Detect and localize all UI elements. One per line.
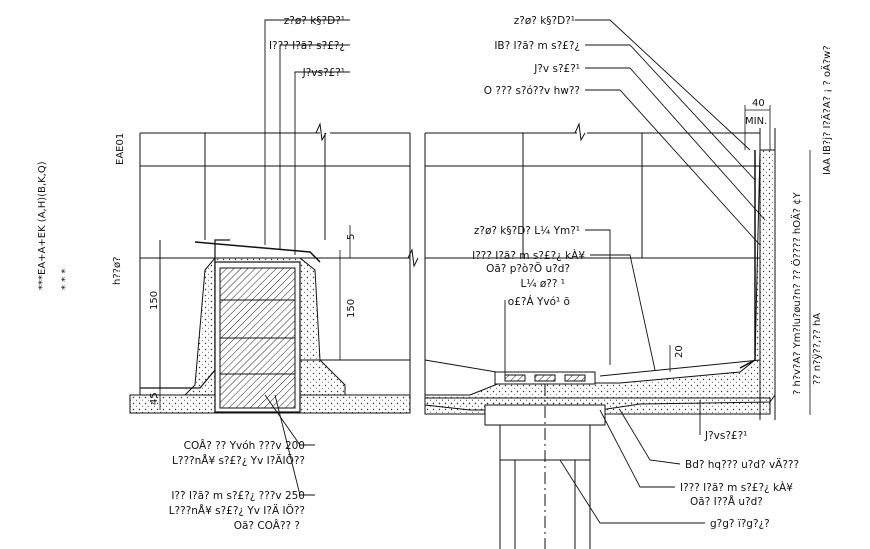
bottom-left-label-2: L???nÅ¥ s?£?¿ Yv I?ÄIÖ?? — [172, 454, 305, 467]
dim-min: MIN. — [745, 116, 767, 127]
center-label-3: Oã? p?ò?Ö u?d? — [486, 262, 570, 275]
dim-45: 45 — [149, 392, 160, 405]
left-trench — [159, 240, 346, 413]
eae-label: EAE01 — [115, 133, 126, 165]
center-label-2: I??? I?ã? m s?£?¿ kÀ¥ — [472, 249, 585, 262]
right-vertical-label-2: IAA IB?j? I?Ä?A? ¡ ? oÄ?w? — [820, 45, 833, 175]
tile-grid-right — [407, 122, 760, 395]
left-label-2: I??? I?ã? s?£?¿ — [269, 40, 345, 52]
left-label-1: z?ø? k§?D?¹ — [284, 15, 345, 27]
right-vertical-label-1: ?? n?ÿ??,?? hA — [812, 313, 823, 385]
right-label-3: J?v s?£?¹ — [533, 63, 580, 75]
bottom-right-label-3: I??? I?ã? m s?£?¿ kÀ¥ — [680, 481, 793, 494]
frame-label: ***EA+A+EK (A,H)(B,K,Q) — [37, 161, 48, 290]
bottom-left-label-3: I?? I?ã? m s?£?¿ ???v 250 — [171, 490, 305, 502]
right-label-1: z?ø? k§?D?¹ — [514, 15, 575, 27]
bottom-right-label-1: J?vs?£?¹ — [704, 430, 747, 442]
ceiling-label: h??ø? — [112, 257, 123, 285]
right-label-2: IB? I?ã? m s?£?¿ — [494, 40, 580, 52]
dim-5: 5 — [346, 234, 357, 240]
frame-marks: * * * — [60, 269, 71, 290]
dim-40: 40 — [752, 98, 765, 109]
dim-150-left: 150 — [149, 291, 160, 310]
dim-20: 20 — [674, 345, 685, 358]
bottom-left-label-5: Oã? COÂ?? ? — [234, 519, 300, 532]
floor-drain — [484, 371, 606, 549]
leader-lines — [264, 19, 766, 524]
right-label-4: O ??? s?ó??v hw?? — [484, 85, 580, 97]
right-vertical-label-3: ? h?v?A? Ym?lu?øu?n? ?? Ö???? hOÄ? ¢Y — [790, 191, 803, 395]
dim-150-right: 150 — [346, 299, 357, 318]
bottom-left-label-4: L???nÅ¥ s?£?¿ Yv I?Ä IÖ?? — [169, 504, 305, 517]
dimension-lines — [159, 105, 811, 415]
left-label-3: J?vs?£?¹ — [302, 67, 345, 79]
bottom-right-label-2: Bd? hq??? u?d? vÄ??? — [685, 458, 799, 471]
center-label-4: L¼ ø?? ¹ — [521, 278, 565, 290]
bottom-left-label-1: COÂ? ?? Yvóh ???v 200 — [184, 439, 305, 452]
center-label-1: z?ø? k§?D? L¼ Ym?¹ — [474, 225, 580, 237]
tile-grid-left — [139, 122, 411, 395]
bottom-right-label-4: Oã? I??Å u?d? — [690, 495, 763, 508]
center-label-5: o£?Á Yvó¹ õ — [508, 295, 570, 308]
bottom-right-label-5: g?g? ï?g?¿? — [710, 518, 770, 530]
